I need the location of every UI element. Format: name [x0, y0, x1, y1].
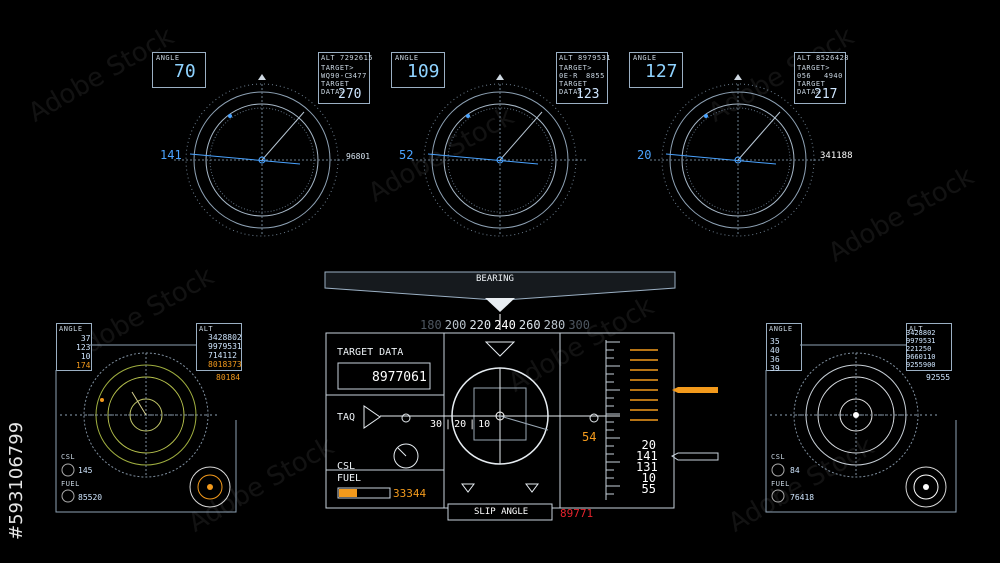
angle-value: 70: [174, 61, 196, 82]
bearing-tick: 300: [568, 318, 590, 332]
gauge-1-left-value: 141: [160, 148, 182, 162]
alt-label: ALT: [797, 54, 812, 62]
target-num: 4940: [824, 72, 843, 80]
target-data-value: 123: [576, 87, 600, 102]
target-label: TARGET>: [321, 64, 355, 72]
right-angle-label: ANGLE: [769, 325, 793, 333]
right-csl-label: CSL: [771, 453, 786, 461]
angle-value: 109: [407, 61, 440, 82]
csl-label: CSL: [337, 461, 356, 472]
left-alt-label: ALT: [199, 325, 214, 333]
left-fuel-value: 85520: [78, 493, 103, 502]
right-alt-label: ALT: [909, 325, 924, 333]
left-side-value: 80184: [216, 373, 241, 382]
bearing-scale: 180 200 220 240 260 280 300: [420, 318, 590, 332]
angle-value: 127: [645, 61, 678, 82]
fuel-value: 33344: [393, 487, 427, 500]
gauge-1-right-value: 96801: [346, 152, 371, 161]
target-data-label: TARGET DATA>: [559, 80, 588, 96]
target-id: WQ90-C: [321, 72, 350, 80]
target-num: 3477: [348, 72, 367, 80]
slip-angle-label: SLIP ANGLE: [474, 507, 529, 517]
bearing-tick: 200: [444, 318, 467, 332]
right-fuel-label: FUEL: [771, 480, 790, 488]
left-angle-label: ANGLE: [59, 325, 83, 333]
alt-value: 8979531: [578, 54, 612, 62]
fuel-label: FUEL: [337, 473, 362, 484]
target-data-label: TARGET DATA: [337, 347, 404, 358]
gauge-3-left-value: 20: [637, 148, 652, 162]
target-data-label: TARGET DATA>: [797, 80, 826, 96]
right-csl-value: 84: [790, 466, 800, 475]
alt-value: 7292615: [340, 54, 374, 62]
target-id: 056: [797, 72, 812, 80]
slip-angle-value: 89771: [560, 507, 594, 520]
target-num: 8855: [586, 72, 605, 80]
bearing-tick: 180: [420, 318, 442, 332]
gauge-2-left-value: 52: [399, 148, 414, 162]
bearing-tick: 260: [518, 318, 541, 332]
range-scale: 30|20|10: [430, 419, 491, 430]
alt-label: ALT: [559, 54, 574, 62]
left-fuel-label: FUEL: [61, 480, 80, 488]
marker-value: 54: [582, 430, 597, 444]
bearing-tick: 240: [494, 318, 516, 332]
alt-label: ALT: [321, 54, 336, 62]
left-csl-value: 145: [78, 466, 93, 475]
bearing-label: BEARING: [476, 274, 514, 284]
angle-label: ANGLE: [633, 54, 657, 62]
left-csl-label: CSL: [61, 453, 76, 461]
alt-value: 8526428: [816, 54, 850, 62]
taq-label: TAQ: [337, 412, 356, 423]
gauge-3-right-value: 341188: [820, 151, 853, 161]
angle-label: ANGLE: [156, 54, 180, 62]
right-fuel-value: 76418: [790, 493, 815, 502]
gauge-3-alt-box: ALT 8526428 TARGET> 056 4940 TARGET DATA…: [794, 52, 850, 104]
target-data-value: 217: [814, 87, 838, 102]
gauge-1-alt-box: ALT 7292615 TARGET> WQ90-C 3477 TARGET D…: [318, 52, 374, 104]
right-side-value: 92555: [926, 373, 951, 382]
angle-label: ANGLE: [395, 54, 419, 62]
bearing-tick: 280: [543, 318, 566, 332]
target-label: TARGET>: [797, 64, 831, 72]
target-id: 0E-R: [559, 72, 578, 80]
gauge-2-angle-box: ANGLE 109: [391, 52, 445, 88]
bearing-tick: 220: [469, 318, 492, 332]
target-data-value: 8977061: [372, 370, 427, 385]
gauge-1-angle-box: ANGLE 70: [152, 52, 206, 88]
target-data-label: TARGET DATA>: [321, 80, 350, 96]
gauge-3-angle-box: ANGLE 127: [629, 52, 683, 88]
target-data-value: 270: [338, 87, 362, 102]
target-label: TARGET>: [559, 64, 593, 72]
gauge-2-alt-box: ALT 8979531 TARGET> 0E-R 8855 TARGET DAT…: [556, 52, 612, 104]
